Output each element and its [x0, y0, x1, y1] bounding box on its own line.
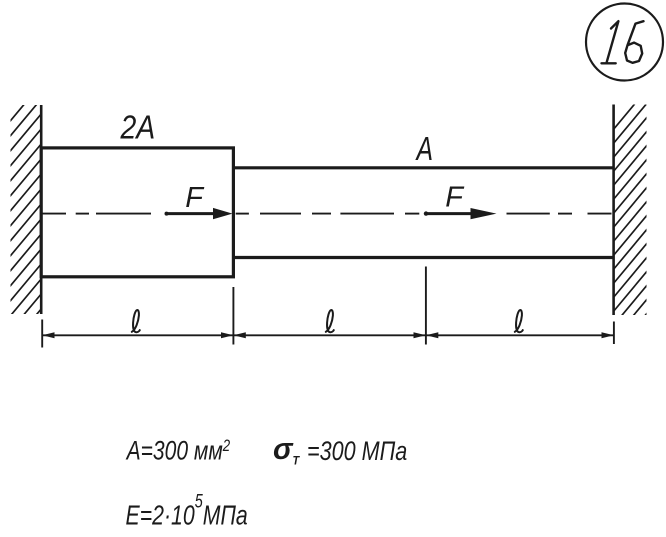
svg-text:F: F	[185, 182, 205, 214]
svg-text:F: F	[445, 182, 465, 214]
svg-text:A=300 мм2: A=300 мм2	[125, 436, 231, 466]
svg-text:A: A	[415, 132, 433, 168]
svg-text:=300 МПа: =300 МПа	[307, 437, 407, 467]
svg-text:2A: 2A	[120, 109, 156, 147]
